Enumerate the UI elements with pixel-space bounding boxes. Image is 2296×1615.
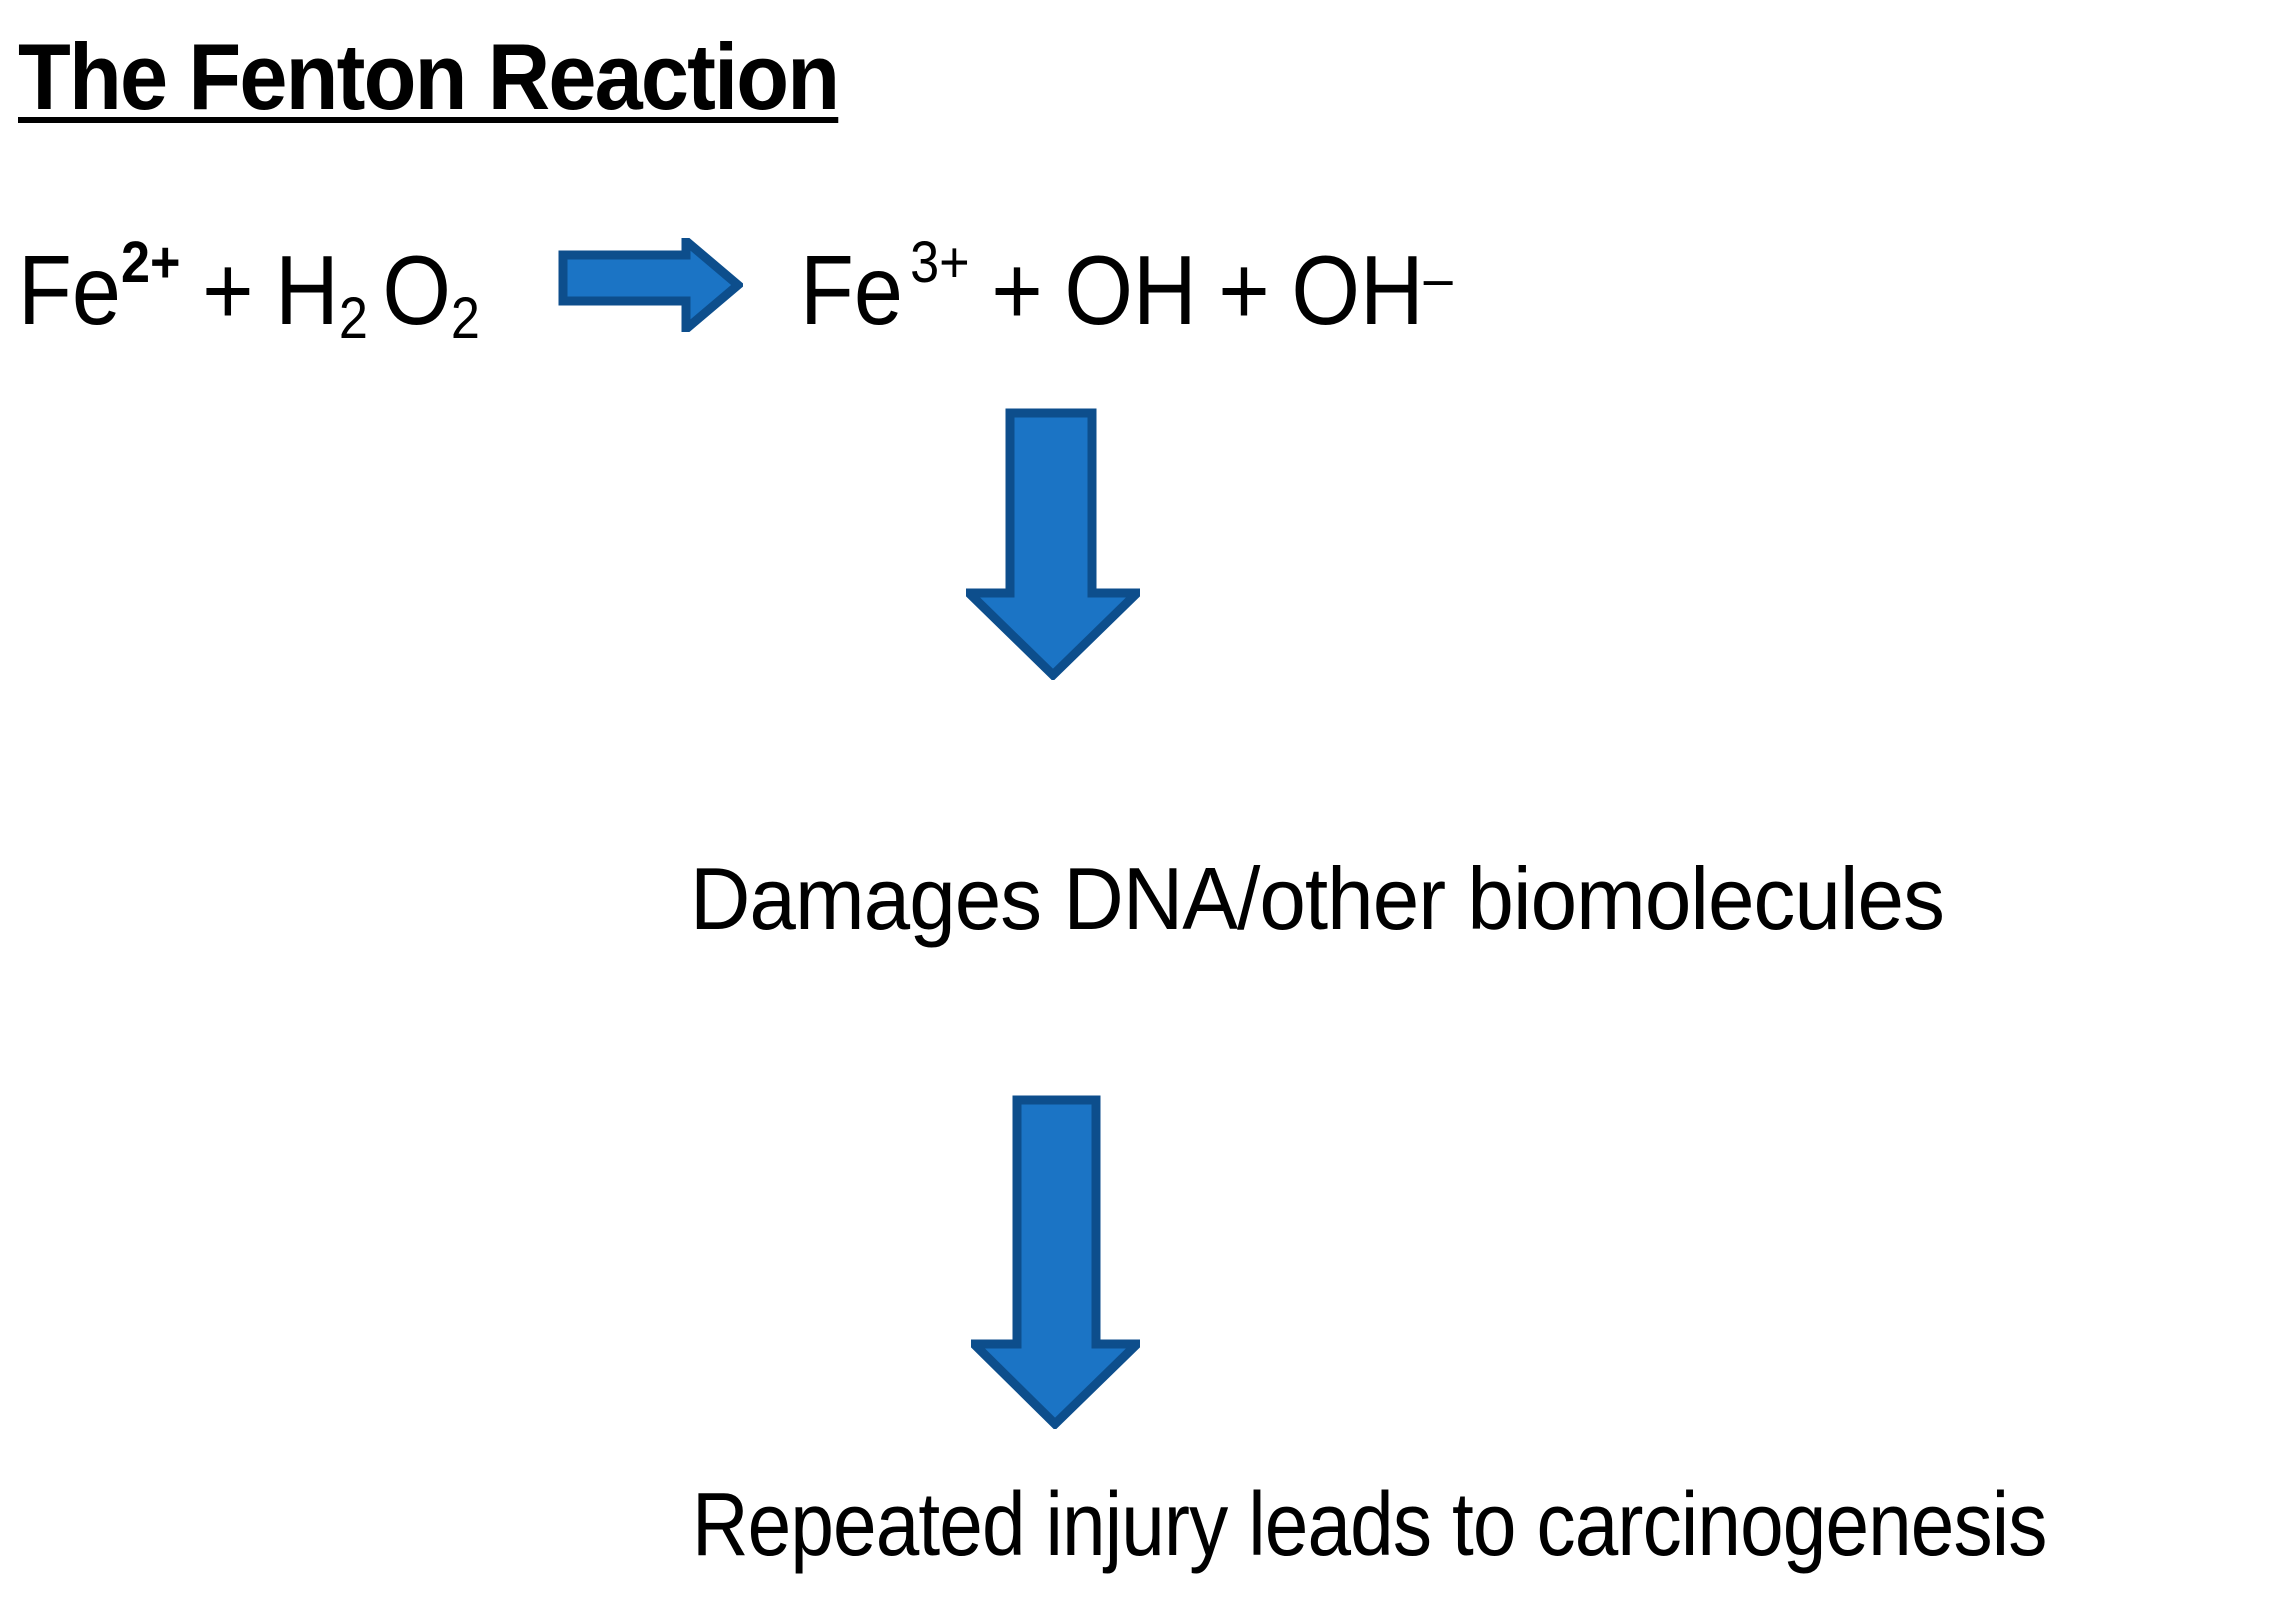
right-arrow-icon (558, 238, 743, 332)
product-oh-ion: OH (1291, 235, 1424, 345)
plus-operator: + (202, 235, 254, 345)
plus-operator: + (991, 235, 1043, 345)
plus-operator: + (1218, 235, 1270, 345)
step-carcinogenesis-text: Repeated injury leads to carcinogenesis (692, 1475, 2047, 1575)
product-fe: Fe (800, 235, 903, 345)
down-arrow-icon (971, 1095, 1140, 1429)
right-arrow-shape (558, 238, 743, 332)
product-oh-ion-charge: – (1423, 246, 1453, 311)
reactant-fe-charge: 2+ (120, 230, 181, 295)
down-arrow-icon (966, 408, 1140, 680)
down-arrow-shape (971, 1095, 1140, 1429)
product-fe-charge: 3+ (910, 230, 970, 295)
reactant-o-subscript: 2 (450, 286, 480, 351)
product-oh-radical: OH (1064, 235, 1197, 345)
reactant-o: O (382, 235, 451, 345)
page-title: The Fenton Reaction (18, 24, 840, 129)
step-damages-text: Damages DNA/other biomolecules (690, 849, 1945, 948)
reactant-h: H (275, 235, 339, 345)
reactant-fe: Fe (18, 235, 121, 345)
reactant-h-subscript: 2 (338, 286, 368, 351)
down-arrow-shape (966, 408, 1140, 680)
